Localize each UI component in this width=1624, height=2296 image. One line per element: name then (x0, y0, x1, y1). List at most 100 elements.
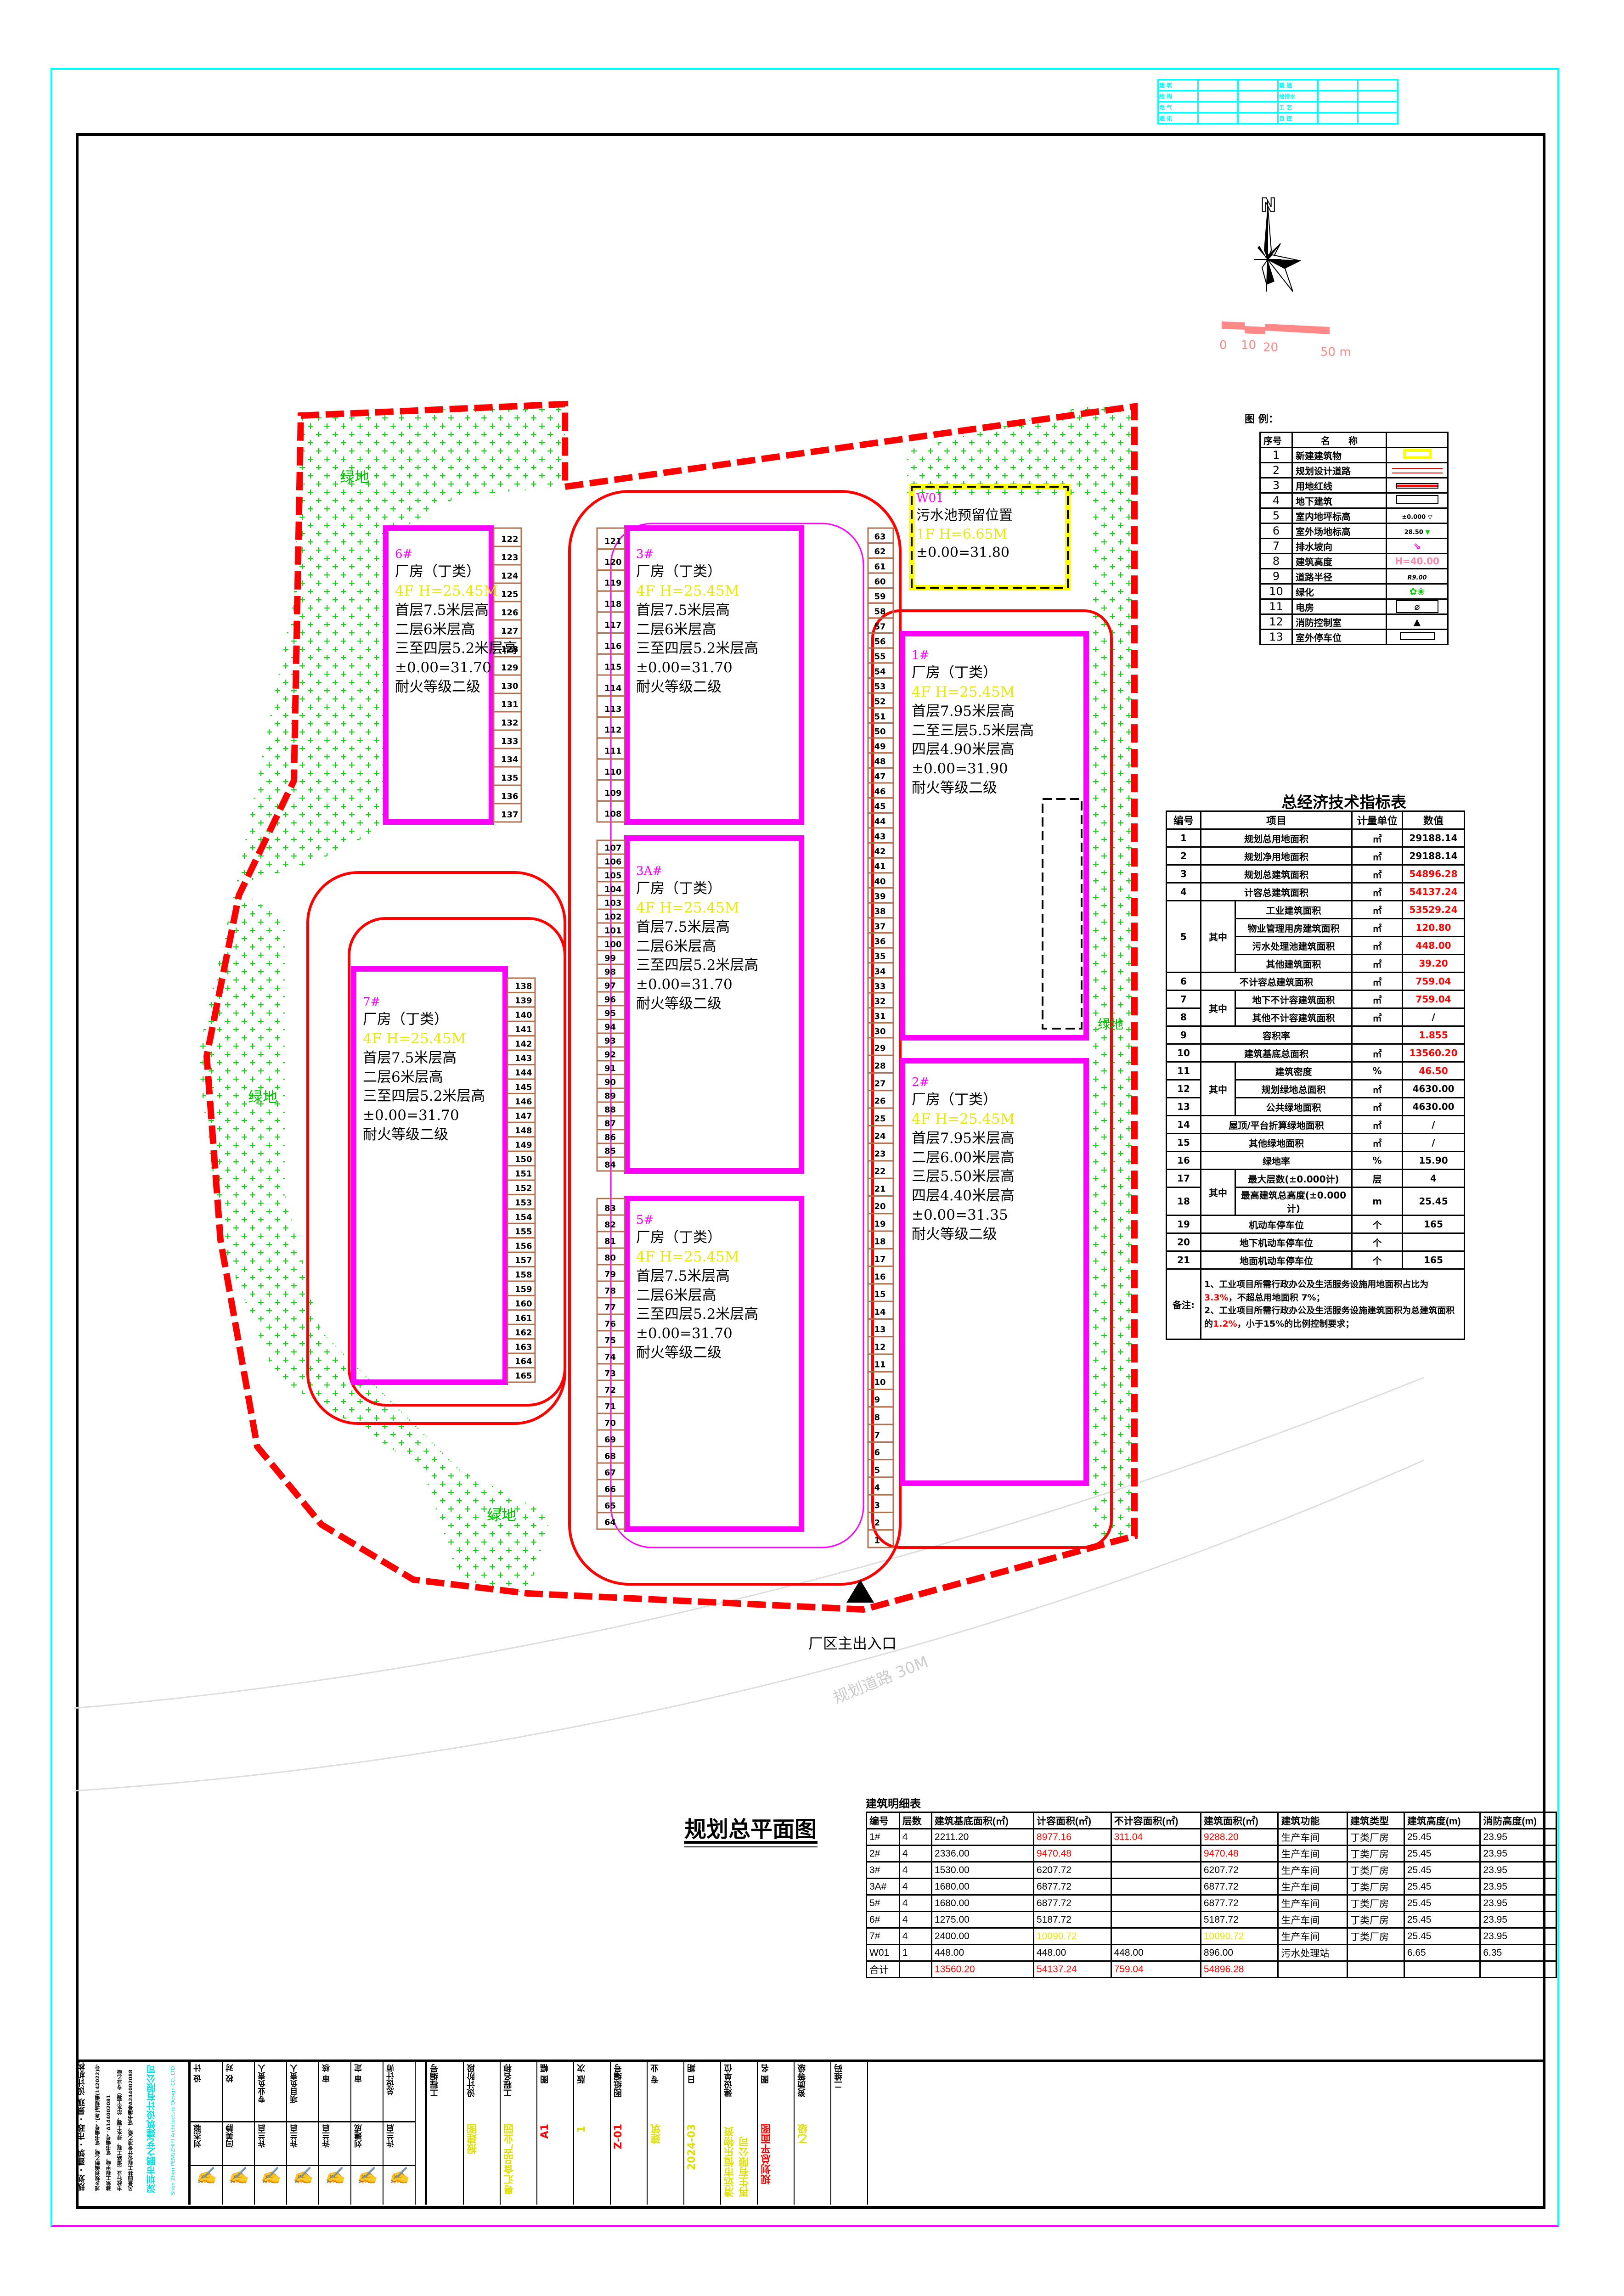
bld-cell: 生产车间 (1277, 1828, 1348, 1846)
company-name-en: Shen Zhen PENGZHIYI Architecture Design … (170, 2065, 176, 2195)
bld-cell (1347, 1960, 1405, 1978)
eco-no: 11 (1166, 1061, 1201, 1080)
building-type: 厂房（丁类） (912, 1092, 997, 1109)
parking-number: 143 (515, 1054, 532, 1064)
compass-rose-icon (1254, 200, 1301, 292)
eco-sub-label: 其中 (1200, 990, 1236, 1027)
field-value: 2024-03 (686, 2124, 698, 2170)
parking-number: 32 (874, 997, 886, 1007)
parking-number: 5 (874, 1465, 880, 1475)
eco-unit: ㎡ (1351, 1043, 1403, 1063)
parking-number: 125 (501, 590, 519, 599)
bld-cell: 丁类厂房 (1347, 1911, 1405, 1929)
legend-symbol-tree-icon: ✿❀ (1386, 583, 1449, 600)
revision-cell: 给排水 (1277, 90, 1319, 102)
eco-item: 绿地率 (1200, 1151, 1353, 1170)
building-7[interactable] (351, 966, 508, 1385)
bld-cell: 污水处理站 (1277, 1944, 1348, 1962)
bld-header-cell: 编号 (866, 1812, 900, 1829)
eco-no: 8 (1166, 1007, 1201, 1027)
parking-number: 54 (874, 667, 886, 676)
legend-no: 9 (1259, 568, 1293, 585)
parking-number: 4 (874, 1483, 880, 1493)
parking-number: 7 (874, 1430, 880, 1440)
building-6[interactable] (383, 525, 494, 825)
eco-unit: ㎡ (1351, 1079, 1403, 1098)
field-value: 规划总平面图 (761, 2124, 773, 2184)
building-3a[interactable] (624, 835, 804, 1174)
legend-no: 4 (1259, 492, 1293, 509)
building-elevation: ±0.00=31.80 (916, 545, 1009, 561)
legend-title: 图 例： (1245, 414, 1279, 425)
legend-symbol-redline-icon (1386, 477, 1449, 494)
parking-number: 142 (515, 1039, 532, 1049)
parking-number: 43 (874, 832, 886, 841)
parking-number: 65 (604, 1501, 616, 1511)
eco-item: 规划净用地面积 (1200, 846, 1353, 866)
legend-no: 11 (1259, 598, 1293, 615)
parking-number: 26 (874, 1097, 886, 1106)
bld-cell: 8977.16 (1033, 1828, 1112, 1846)
eco-unit: ㎡ (1351, 864, 1403, 884)
parking-number: 155 (515, 1227, 532, 1237)
bld-cell: 1680.00 (930, 1894, 1035, 1912)
bld-cell: 2336.00 (930, 1845, 1035, 1863)
role-name: 许兰启 (255, 2122, 286, 2166)
building-height: 1F H=6.65M (916, 526, 1008, 542)
eco-value: 29188.14 (1402, 828, 1465, 848)
fire-rating: 耐火等级二级 (912, 1226, 997, 1243)
signature: ✍ (389, 2167, 410, 2185)
eco-no: 17 (1166, 1169, 1201, 1188)
parking-number: 164 (515, 1357, 532, 1367)
field-label: 二维码 (834, 2064, 844, 2089)
floor-height: 二层6米层高 (395, 621, 475, 638)
revision-cell (1197, 101, 1239, 113)
bld-cell: 23.95 (1479, 1894, 1557, 1912)
parking-number: 112 (604, 726, 622, 735)
parking-number: 84 (604, 1160, 616, 1170)
legend-no: 10 (1259, 583, 1293, 600)
eco-header-unit: 计量单位 (1351, 810, 1403, 830)
parking-number: 67 (604, 1468, 616, 1478)
legend-header-no: 序号 (1259, 432, 1293, 448)
bld-cell: 23.95 (1479, 1927, 1557, 1945)
bld-header-cell: 建筑基底面积(㎡) (930, 1812, 1035, 1829)
qualification-line: 风景园林工程设计专项乙级，证书编号A244002088 (128, 2069, 134, 2191)
bld-cell: 9288.20 (1200, 1828, 1279, 1846)
eco-value: 39.20 (1402, 954, 1465, 973)
eco-unit (1351, 1025, 1403, 1045)
bld-cell: 6207.72 (1200, 1861, 1279, 1879)
revision-cell: 暖 通 (1277, 79, 1319, 91)
bld-cell: 25.45 (1403, 1828, 1481, 1846)
eco-header-item: 项目 (1200, 810, 1353, 830)
building-type: 污水池预留位置 (916, 507, 1013, 524)
building-id: 3A# (636, 864, 663, 878)
legend-name: 电房 (1291, 598, 1387, 615)
bld-cell: 1 (898, 1944, 932, 1962)
building-5[interactable] (624, 1196, 804, 1532)
eco-value: / (1402, 1115, 1465, 1134)
bld-cell (1403, 1960, 1481, 1978)
building-1[interactable] (900, 631, 1089, 1041)
revision-table: 建 筑暖 通结 构给排水电 气工 艺通 讯自 控 (1157, 79, 1398, 124)
bld-header-cell: 建筑面积(㎡) (1200, 1812, 1279, 1829)
bld-cell: 3# (866, 1861, 900, 1879)
eco-value: 165 (1402, 1250, 1465, 1270)
parking-number: 61 (874, 562, 886, 572)
building-3[interactable] (624, 525, 804, 825)
eco-item: 其他绿地面积 (1200, 1133, 1353, 1152)
eco-item: 屋顶/平台折算绿地面积 (1200, 1115, 1353, 1134)
bld-cell: 1530.00 (930, 1861, 1035, 1879)
building-2[interactable] (900, 1058, 1089, 1486)
parking-number: 131 (501, 700, 519, 709)
